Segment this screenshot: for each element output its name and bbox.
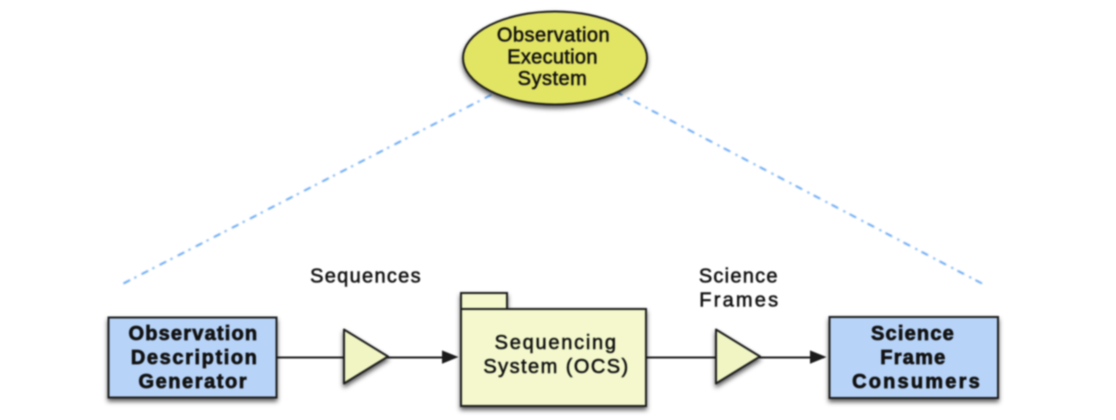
- svg-text:Sequences: Sequences: [310, 266, 422, 288]
- svg-text:Frames: Frames: [699, 290, 780, 312]
- svg-text:Frame: Frame: [880, 347, 946, 369]
- svg-text:Description: Description: [131, 347, 259, 369]
- svg-text:Observation: Observation: [497, 24, 610, 46]
- svg-text:Sequencing: Sequencing: [495, 332, 618, 354]
- svg-text:System: System: [518, 68, 588, 90]
- svg-text:Consumers: Consumers: [852, 371, 982, 393]
- svg-text:Generator: Generator: [139, 371, 249, 393]
- svg-text:Science: Science: [699, 266, 779, 288]
- svg-text:Execution: Execution: [507, 46, 598, 68]
- svg-text:Observation: Observation: [128, 323, 258, 345]
- svg-text:System (OCS): System (OCS): [483, 356, 629, 378]
- svg-text:Science: Science: [871, 323, 955, 345]
